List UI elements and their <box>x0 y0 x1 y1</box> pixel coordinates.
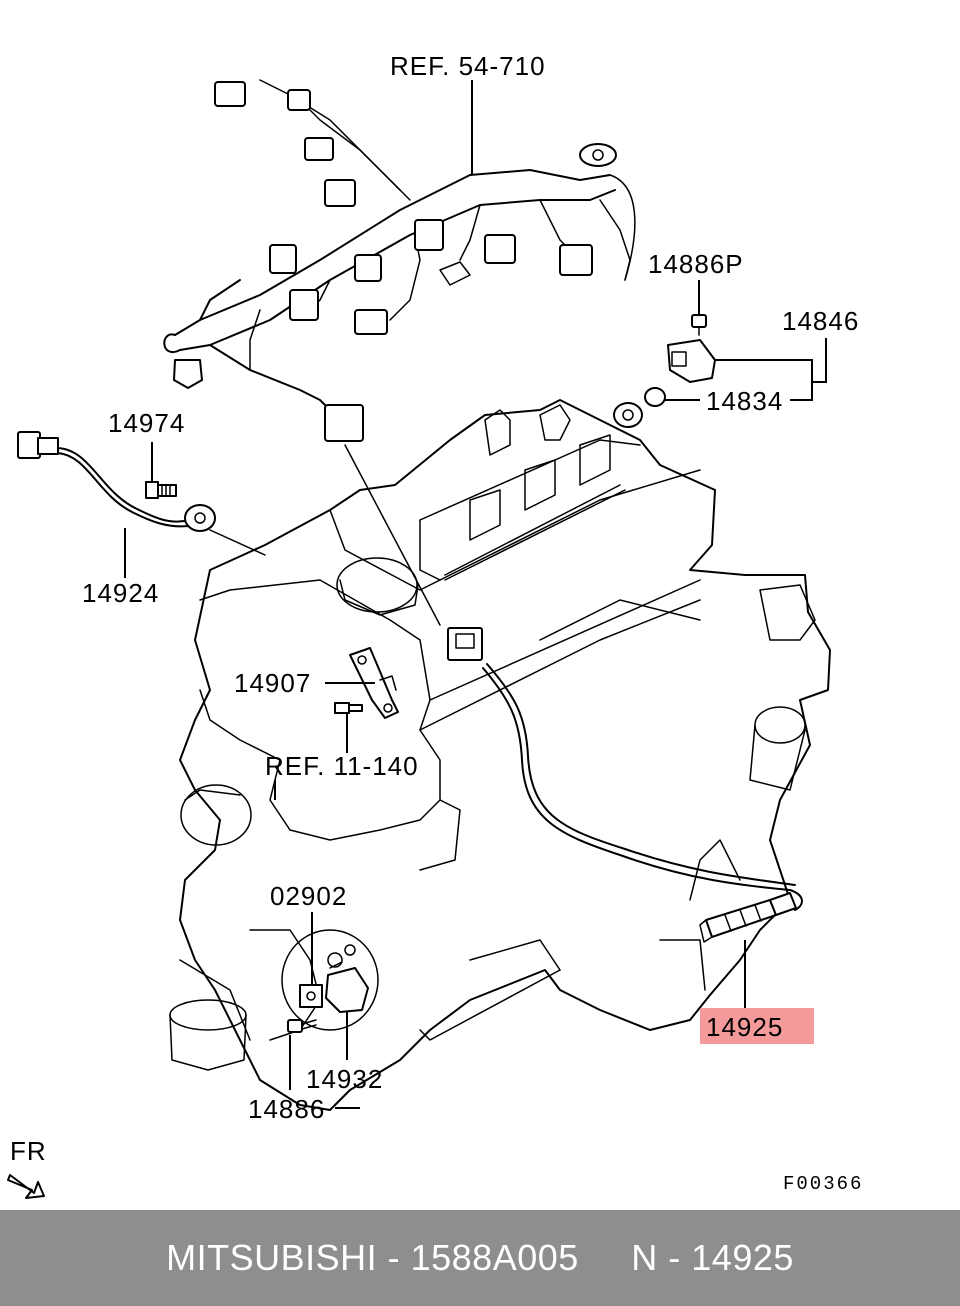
engine-block <box>169 399 831 1111</box>
bolt-14974-head <box>145 481 159 499</box>
crank-sensor-14932 <box>325 967 369 1013</box>
o2-sensor-connector <box>447 627 483 661</box>
harness-connector <box>354 254 382 282</box>
o2-sensor-harness <box>344 444 803 943</box>
label-14932: 14932 <box>306 1064 383 1094</box>
harness-connector <box>304 137 334 161</box>
cam-sensor-group <box>613 314 716 428</box>
footer-part-number: MITSUBISHI - 1588A005 N - 14925 <box>166 1237 794 1278</box>
harness-connector <box>414 219 444 251</box>
crank-sensor-group <box>281 929 379 1033</box>
bolt-14907 <box>334 702 350 714</box>
knock-sensor-group <box>17 431 266 556</box>
label-14886: 14886 <box>248 1094 325 1124</box>
harness-connector <box>289 289 319 321</box>
harness-connector <box>269 244 297 274</box>
figure-code: F00366 <box>783 1173 863 1195</box>
label-ref-54-710: REF. 54-710 <box>390 51 546 81</box>
o-ring-14834 <box>644 387 666 407</box>
label-02902: 02902 <box>270 881 347 911</box>
front-arrow-icon <box>7 1174 45 1199</box>
label-14907: 14907 <box>234 668 311 698</box>
part-labels: REF. 54-710 14886P 14846 14834 14974 149… <box>82 51 859 1124</box>
bolt-14907-shank <box>348 704 363 712</box>
label-fr: FR <box>10 1136 47 1166</box>
wiring-harness <box>163 79 636 442</box>
harness-connector <box>214 81 246 107</box>
bolt-14974-shank <box>157 484 177 497</box>
oxygen-sensor-tip <box>769 892 797 916</box>
label-ref-11-140: REF. 11-140 <box>265 751 419 781</box>
bolt-14886 <box>287 1019 303 1033</box>
label-14886P: 14886P <box>648 249 744 279</box>
leader-lines <box>124 80 827 1090</box>
label-14974: 14974 <box>108 408 185 438</box>
harness-connector <box>173 359 203 389</box>
engine-sensor-diagram: REF. 54-710 14886P 14846 14834 14974 149… <box>7 51 863 1199</box>
label-14834: 14834 <box>706 386 783 416</box>
parts-diagram: REF. 54-710 14886P 14846 14834 14974 149… <box>7 51 863 1199</box>
cam-sensor-14846 <box>667 339 716 383</box>
harness-connector <box>324 179 356 207</box>
harness-connector <box>484 234 516 264</box>
harness-ring-terminal <box>579 143 617 167</box>
label-14924: 14924 <box>82 578 159 608</box>
knock-sensor-connector-body <box>37 437 59 455</box>
footer-bar: MITSUBISHI - 1588A005 N - 14925 <box>0 1210 960 1306</box>
bracket-02902 <box>299 984 323 1008</box>
highlight-box-14925 <box>700 1008 814 1044</box>
knock-sensor-body <box>184 504 216 532</box>
front-indicator: FR <box>7 1136 47 1199</box>
oxygen-sensor-14925 <box>705 899 777 938</box>
cam-sensor-bore <box>613 402 643 428</box>
knock-sensor-connector <box>17 431 41 459</box>
harness-connector <box>287 89 311 111</box>
label-14925: 14925 <box>706 1012 783 1042</box>
harness-connector <box>354 309 388 335</box>
harness-connector <box>559 244 593 276</box>
label-14846: 14846 <box>782 306 859 336</box>
harness-connector <box>324 404 364 442</box>
bolt-14886P <box>691 314 707 328</box>
